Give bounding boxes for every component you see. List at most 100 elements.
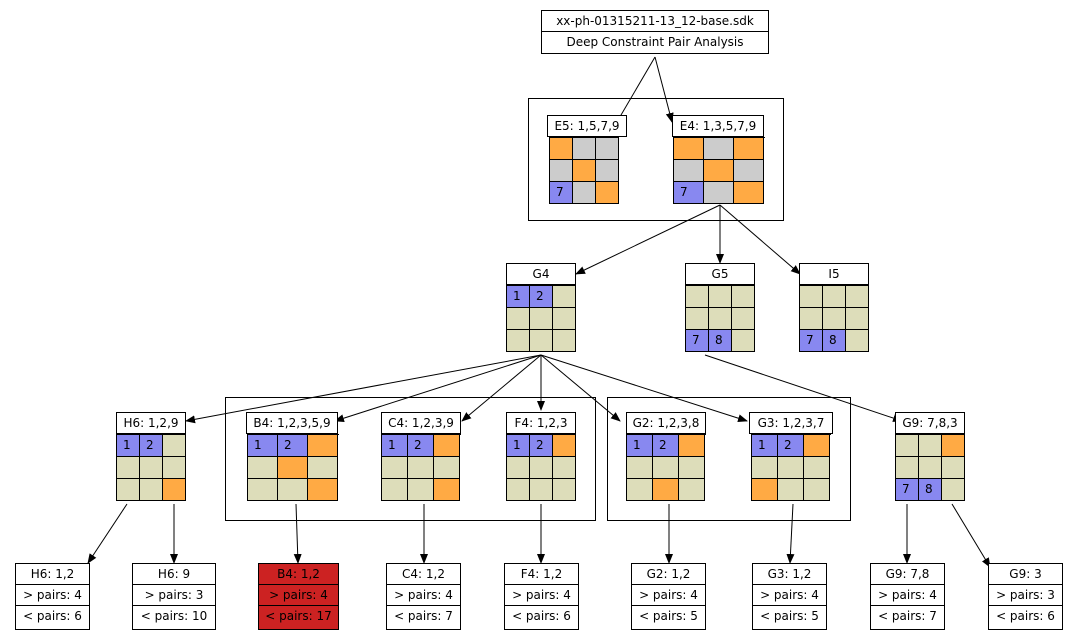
- grid-cell: [846, 330, 869, 352]
- grid-cell: [800, 286, 823, 308]
- node-e5: E5: 1,5,7,9 7: [547, 115, 627, 204]
- node-title: B4: 1,2,3,5,9: [246, 412, 338, 434]
- node-title: H6: 1,2,9: [116, 412, 186, 434]
- leaf-title: C4: 1,2: [387, 564, 460, 585]
- leaf-gt-pairs: > pairs: 4: [505, 585, 578, 606]
- leaf-lt-pairs: < pairs: 7: [394, 609, 453, 623]
- grid-cell: 1: [248, 435, 278, 457]
- grid-cell: 7: [550, 182, 573, 204]
- grid-cell: [140, 479, 163, 501]
- grid-cell: [778, 457, 804, 479]
- grid-cell: [530, 308, 553, 330]
- grid-cell: [140, 457, 163, 479]
- cluster-g-col: [607, 397, 851, 521]
- grid-cell: [919, 435, 942, 457]
- grid-cell: [530, 330, 553, 352]
- grid-cell: [573, 182, 596, 204]
- edge-g4-g3: [540, 354, 748, 423]
- grid-cell: [573, 160, 596, 182]
- grid-cell: [278, 479, 308, 501]
- grid-cell: 8: [823, 330, 846, 352]
- grid-cell: [709, 286, 732, 308]
- grid-cell: [679, 457, 705, 479]
- grid-cell: [846, 308, 869, 330]
- leaf-title: G9: 3: [989, 564, 1062, 585]
- grid-cell: 2: [140, 435, 163, 457]
- edge-g5-g9: [704, 354, 903, 422]
- node-title: G4: [506, 263, 576, 285]
- node-title: F4: 1,2,3: [506, 412, 576, 434]
- leaf-title: G3: 1,2: [753, 564, 826, 585]
- grid-cell: [308, 435, 338, 457]
- leaf-lt-pairs: < pairs: 6: [512, 609, 571, 623]
- grid-cell: [942, 435, 965, 457]
- grid-cell: [550, 160, 573, 182]
- node-title: C4: 1,2,3,9: [381, 412, 461, 434]
- leaf-g3: G3: 1,2 > pairs: 4 < pairs: 5: [752, 563, 827, 630]
- grid-cell: 1: [117, 435, 140, 457]
- leaf-gt-pairs: > pairs: 4: [871, 585, 944, 606]
- grid-cell: 7: [674, 182, 704, 204]
- node-title: I5: [799, 263, 869, 285]
- edge-g3-leaf: [786, 503, 795, 564]
- grid-cell: [800, 308, 823, 330]
- leaf-gt-pairs: > pairs: 4: [387, 585, 460, 606]
- grid-cell: 1: [382, 435, 408, 457]
- grid-cell: [530, 457, 553, 479]
- grid-cell: [679, 479, 705, 501]
- grid-cell: 1: [507, 435, 530, 457]
- grid-cell: [709, 308, 732, 330]
- grid-cell: [163, 435, 186, 457]
- grid-cell: 2: [530, 435, 553, 457]
- leaf-h6-12: H6: 1,2 > pairs: 4 < pairs: 6: [15, 563, 90, 630]
- grid-cell: 2: [278, 435, 308, 457]
- node-title: G2: 1,2,3,8: [626, 412, 706, 434]
- leaf-gt-pairs: > pairs: 4: [16, 585, 89, 606]
- leaf-title: H6: 9: [133, 564, 215, 585]
- grid-cell: [679, 435, 705, 457]
- leaf-title: F4: 1,2: [505, 564, 578, 585]
- leaf-g9-3: G9: 3 > pairs: 3 < pairs: 6: [988, 563, 1063, 630]
- leaf-g2: G2: 1,2 > pairs: 4 < pairs: 5: [631, 563, 706, 630]
- grid-cell: [752, 479, 778, 501]
- grid-cell: [507, 457, 530, 479]
- grid-cell: [117, 457, 140, 479]
- grid-cell: [507, 479, 530, 501]
- grid-cell: 2: [408, 435, 434, 457]
- grid-cell: [734, 138, 764, 160]
- grid-cell: [674, 138, 704, 160]
- leaf-lt-pairs: < pairs: 5: [639, 609, 698, 623]
- grid-cell: [248, 457, 278, 479]
- grid-cell: [942, 457, 965, 479]
- grid-cell: 2: [653, 435, 679, 457]
- leaf-h6-9: H6: 9 > pairs: 3 < pairs: 10: [132, 563, 216, 630]
- leaf-gt-pairs: > pairs: 4: [259, 585, 338, 606]
- edge-e4-i5: [719, 204, 801, 275]
- grid-cell: [550, 138, 573, 160]
- grid-cell: [823, 308, 846, 330]
- grid-cell: [382, 457, 408, 479]
- grid-cell: [732, 330, 755, 352]
- root-file-name: xx-ph-01315211-13_12-base.sdk: [542, 11, 768, 32]
- cell-grid: 7: [673, 137, 765, 204]
- edge-e4-g4: [575, 204, 721, 275]
- grid-cell: 7: [686, 330, 709, 352]
- grid-cell: [163, 479, 186, 501]
- grid-cell: [704, 160, 734, 182]
- grid-cell: [530, 479, 553, 501]
- grid-cell: [553, 435, 576, 457]
- grid-cell: [674, 160, 704, 182]
- grid-cell: 1: [752, 435, 778, 457]
